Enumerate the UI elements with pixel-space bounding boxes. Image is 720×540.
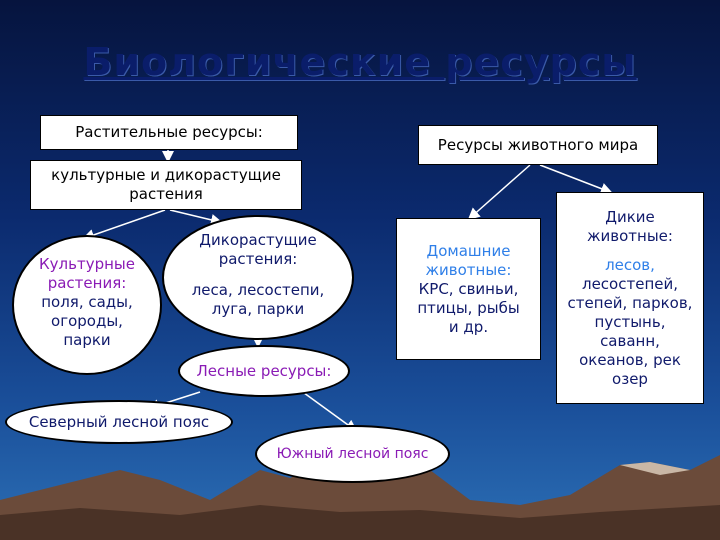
wild-animals-line7: саванн,	[600, 331, 660, 350]
cultivated-wild-box: культурные и дикорастущие растения	[30, 160, 302, 210]
plant-resources-label: Растительные ресурсы:	[75, 123, 263, 141]
northern-belt-label: Северный лесной пояс	[28, 413, 210, 431]
cultivated-wild-line1: культурные и дикорастущие	[51, 166, 281, 184]
animal-resources-box: Ресурсы животного мира	[418, 125, 658, 165]
cultivated-plants-heading1: Культурные	[39, 255, 135, 273]
wild-animals-line6: пустынь,	[594, 312, 666, 331]
wild-plants-items2: луга, парки	[211, 300, 305, 318]
cultivated-plants-items1: поля, сады,	[41, 293, 133, 311]
domestic-animals-line2: животные:	[425, 260, 512, 279]
wild-animals-line1: Дикие	[605, 207, 655, 226]
wild-animals-line8: океанов, рек	[579, 350, 681, 369]
forest-resources-label: Лесные ресурсы:	[196, 362, 332, 380]
wild-animals-line3: лесов,	[605, 255, 655, 274]
cultivated-plants-ellipse: Культурные растения: поля, сады, огороды…	[12, 235, 162, 375]
domestic-animals-line1: Домашние	[426, 241, 511, 260]
wild-animals-line4: лесостепей,	[581, 274, 678, 293]
wild-animals-line5: степей, парков,	[567, 293, 693, 312]
wild-plants-ellipse: Дикорастущие растения: леса, лесостепи, …	[162, 215, 354, 340]
southern-belt-label: Южный лесной пояс	[276, 446, 429, 462]
animal-resources-label: Ресурсы животного мира	[437, 135, 639, 154]
wild-animals-line2: животные:	[587, 226, 673, 245]
forest-resources-ellipse: Лесные ресурсы:	[178, 345, 350, 397]
domestic-animals-line4: птицы, рыбы	[417, 298, 520, 317]
cultivated-plants-heading2: растения:	[47, 274, 127, 292]
wild-animals-box: Дикие животные: лесов, лесостепей, степе…	[556, 192, 704, 404]
wild-plants-heading1: Дикорастущие	[199, 231, 317, 249]
cultivated-plants-items3: парки	[63, 331, 111, 349]
page-title: Биологические ресурсы	[83, 40, 637, 84]
domestic-animals-line3: КРС, свиньи,	[418, 279, 519, 298]
cultivated-plants-items2: огороды,	[51, 312, 123, 330]
domestic-animals-box: Домашние животные: КРС, свиньи, птицы, р…	[396, 218, 541, 360]
wild-plants-heading2: растения:	[218, 250, 298, 268]
domestic-animals-line5: и др.	[448, 317, 489, 336]
southern-belt-ellipse: Южный лесной пояс	[255, 425, 450, 483]
northern-belt-ellipse: Северный лесной пояс	[5, 400, 233, 444]
cultivated-wild-line2: растения	[129, 185, 203, 203]
wild-animals-line9: озер	[612, 369, 648, 388]
wild-plants-items1: леса, лесостепи,	[191, 281, 325, 299]
plant-resources-box: Растительные ресурсы:	[40, 115, 298, 150]
